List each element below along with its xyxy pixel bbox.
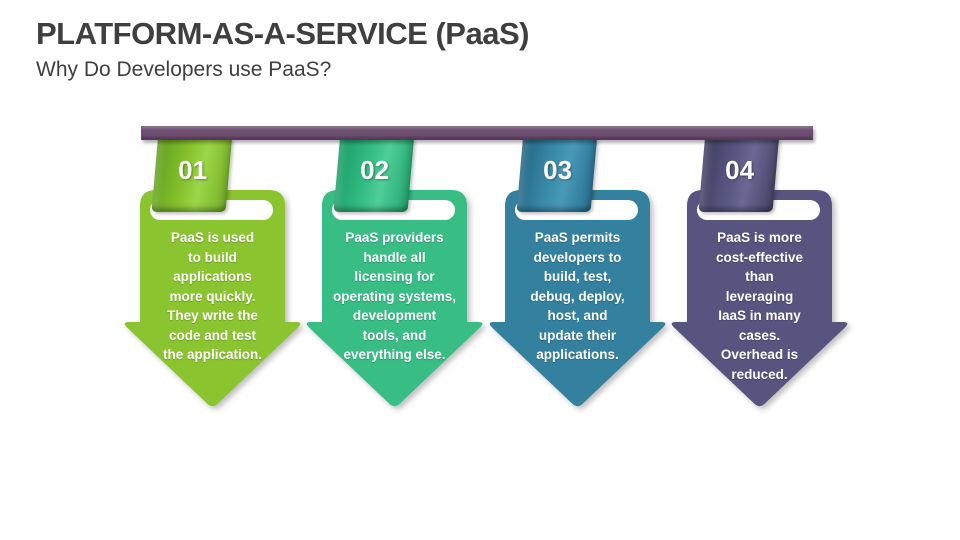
paas-arrow-4: 04 PaaS is more cost-effective than leve… xyxy=(667,124,852,416)
arrow-description: PaaS permits developers to build, test, … xyxy=(530,230,625,362)
ribbon-badge: 01 xyxy=(151,138,232,212)
ribbon-badge: 02 xyxy=(333,138,414,212)
paas-arrow-2: 02 PaaS providers handle all licensing f… xyxy=(302,124,487,416)
paas-arrow-1: 01 PaaS is used to build applications mo… xyxy=(120,124,305,416)
step-number: 01 xyxy=(177,154,207,185)
timeline-bar xyxy=(141,126,813,140)
step-number: 03 xyxy=(542,154,572,185)
arrow-description: PaaS is used to build applications more … xyxy=(162,230,262,362)
ribbon-badge: 03 xyxy=(516,138,597,212)
arrow-description: PaaS providers handle all licensing for … xyxy=(332,230,457,362)
ribbon-badge: 04 xyxy=(698,138,779,212)
slide-subtitle: Why Do Developers use PaaS? xyxy=(36,58,332,81)
slide-title: PLATFORM-AS-A-SERVICE (PaaS) xyxy=(36,16,529,51)
paas-arrow-3: 03 PaaS permits developers to build, tes… xyxy=(485,124,670,416)
step-number: 04 xyxy=(724,154,754,185)
step-number: 02 xyxy=(359,154,389,185)
arrow-description: PaaS is more cost-effective than leverag… xyxy=(715,230,804,382)
